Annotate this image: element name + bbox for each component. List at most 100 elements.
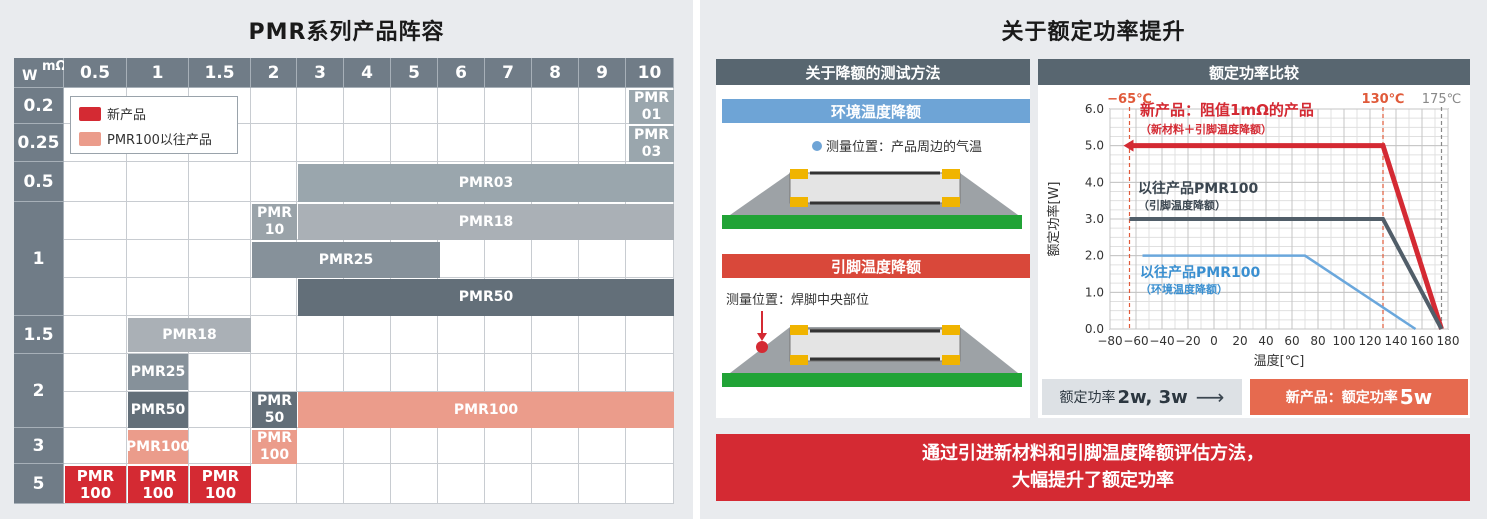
grid-cell bbox=[64, 428, 127, 464]
series-name-label: 新产品：阻值1mΩ的产品 bbox=[1140, 101, 1314, 119]
bar-pmr10: PMR 10 bbox=[252, 204, 297, 240]
legend-swatch-new bbox=[79, 106, 101, 121]
new-rating-text: 新产品：额定功率 bbox=[1285, 390, 1398, 406]
grid-cell bbox=[532, 88, 579, 124]
x-tick-label: −20 bbox=[1175, 334, 1200, 348]
power-title: 关于额定功率提升 bbox=[1001, 20, 1186, 45]
grid-cell bbox=[391, 354, 438, 392]
grid-cell bbox=[532, 354, 579, 392]
grid-cell bbox=[579, 464, 626, 504]
row-header-0.2: 0.2 bbox=[14, 88, 64, 124]
bar-pmr03: PMR03 bbox=[298, 164, 674, 202]
grid-cell bbox=[251, 124, 297, 162]
legend-swatch-old bbox=[79, 131, 101, 146]
bar-pmr50: PMR50 bbox=[298, 279, 674, 316]
ambient-component-diagram bbox=[722, 169, 1022, 229]
bar-pmr25: PMR25 bbox=[252, 242, 440, 278]
y-tick-label: 1.0 bbox=[1085, 285, 1104, 299]
col-header-5: 5 bbox=[391, 58, 438, 88]
x-tick-label: 140 bbox=[1385, 334, 1408, 348]
grid-cell bbox=[438, 354, 485, 392]
power-panel: 关于额定功率提升 关于降额的测试方法 环境温度降额 测量位置：产品周边的气温 引… bbox=[700, 0, 1487, 519]
grid-cell bbox=[626, 428, 674, 464]
y-tick-label: 6.0 bbox=[1085, 102, 1104, 116]
grid-cell bbox=[532, 124, 579, 162]
series-line bbox=[1129, 143, 1444, 330]
grid-cell bbox=[127, 278, 189, 316]
series-line bbox=[1129, 217, 1444, 330]
row-header-0.25: 0.25 bbox=[14, 124, 64, 162]
grid-cell bbox=[391, 316, 438, 354]
banner-line1: 通过引进新材料和引脚温度降额评估方法， bbox=[922, 443, 1264, 464]
col-header-2: 2 bbox=[251, 58, 297, 88]
grid-cell bbox=[391, 464, 438, 504]
arrow-right-icon: ⟶ bbox=[1195, 385, 1225, 409]
terminal-note: 测量位置：焊脚中央部位 bbox=[726, 293, 870, 308]
grid-cell bbox=[64, 392, 127, 428]
series-note-label: （引脚温度降额） bbox=[1138, 198, 1226, 212]
legend-old: PMR100以往产品 bbox=[79, 129, 212, 148]
ambient-note: 测量位置：产品周边的气温 bbox=[812, 136, 982, 155]
grid-cell bbox=[127, 240, 189, 278]
banner-line2: 大幅提升了额定功率 bbox=[1012, 470, 1174, 491]
grid-cell bbox=[64, 316, 127, 354]
terminal-title: 引脚温度降额 bbox=[722, 254, 1030, 278]
grid-cell bbox=[251, 316, 297, 354]
bar-pmr100-3w-2m: PMR 100 bbox=[252, 430, 297, 464]
grid-cell bbox=[251, 464, 297, 504]
old-rating-box: 额定功率 2w, 3w ⟶ bbox=[1042, 379, 1242, 415]
grid-cell bbox=[297, 428, 344, 464]
x-tick-label: 100 bbox=[1333, 334, 1356, 348]
grid-cell bbox=[579, 124, 626, 162]
grid-cell bbox=[344, 124, 391, 162]
grid-cell bbox=[189, 428, 251, 464]
grid-cell bbox=[438, 316, 485, 354]
grid-cell bbox=[297, 124, 344, 162]
col-header-10: 10 bbox=[626, 58, 674, 88]
grid-cell bbox=[391, 88, 438, 124]
compare-header: 额定功率比较 bbox=[1038, 59, 1470, 85]
grid-cell bbox=[344, 354, 391, 392]
col-header-3: 3 bbox=[297, 58, 344, 88]
grid-cell bbox=[579, 240, 626, 278]
y-tick-label: 2.0 bbox=[1085, 249, 1104, 263]
grid-cell bbox=[626, 316, 674, 354]
series-name-label: 以往产品PMR100 bbox=[1140, 264, 1260, 281]
grid-cell bbox=[391, 428, 438, 464]
bar-pmr03-small: PMR 03 bbox=[629, 126, 674, 162]
series-note-label: （新材料＋引脚温度降额） bbox=[1140, 122, 1272, 136]
conclusion-banner: 通过引进新材料和引脚温度降额评估方法， 大幅提升了额定功率 bbox=[716, 434, 1470, 501]
bar-pmr100-5w-1m: PMR 100 bbox=[128, 466, 188, 503]
y-tick-label: 0.0 bbox=[1085, 322, 1104, 336]
lineup-title: PMR系列产品阵容 bbox=[248, 20, 445, 45]
x-tick-label: −80 bbox=[1097, 334, 1122, 348]
grid-cell bbox=[297, 464, 344, 504]
bar-pmr50-2w-2m: PMR 50 bbox=[252, 392, 297, 428]
bar-pmr100-5w-0-5m: PMR 100 bbox=[65, 466, 126, 503]
grid-cell bbox=[189, 354, 251, 392]
col-header-1.5: 1.5 bbox=[189, 58, 251, 88]
grid-cell bbox=[297, 88, 344, 124]
grid-cell bbox=[344, 428, 391, 464]
grid-cell bbox=[127, 202, 189, 240]
y-tick-label: 5.0 bbox=[1085, 139, 1104, 153]
grid-cell bbox=[64, 354, 127, 392]
grid-cell bbox=[251, 354, 297, 392]
x-tick-label: 80 bbox=[1310, 334, 1325, 348]
grid-cell bbox=[344, 464, 391, 504]
grid-cell bbox=[532, 316, 579, 354]
grid-cell bbox=[189, 162, 251, 202]
grid-cell bbox=[297, 316, 344, 354]
grid-cell bbox=[251, 162, 297, 202]
grid-cell bbox=[251, 88, 297, 124]
grid-cell bbox=[344, 88, 391, 124]
grid-cell bbox=[485, 240, 532, 278]
grid-cell bbox=[485, 316, 532, 354]
grid-cell bbox=[251, 278, 297, 316]
grid-cell bbox=[485, 428, 532, 464]
grid-cell bbox=[189, 392, 251, 428]
old-rating-value: 2w, 3w bbox=[1117, 386, 1188, 408]
ref-line-label: −65℃ bbox=[1107, 92, 1152, 107]
